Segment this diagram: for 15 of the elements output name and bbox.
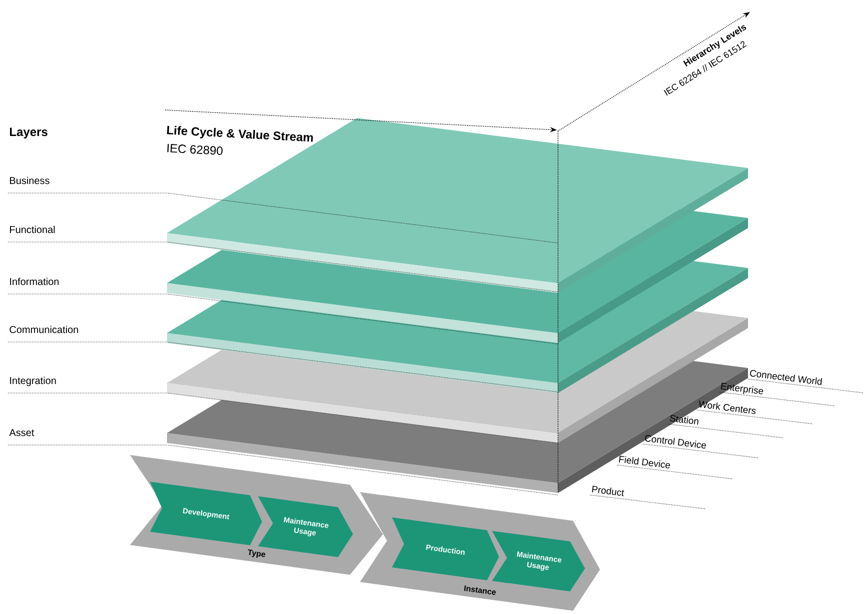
hierarchy-label: Connected World: [750, 370, 822, 385]
hierarchy-label: Work Centers: [699, 400, 756, 414]
hierarchy-label: Control Device: [645, 434, 706, 449]
hierarchy-label: Station: [670, 414, 698, 425]
standard-label: IEC 62890: [167, 144, 223, 155]
layer-label: Communication: [10, 326, 78, 334]
hierarchy-label: Field Device: [618, 456, 670, 468]
layer-label: Information: [10, 278, 59, 286]
layer-label: Business: [10, 176, 50, 184]
axis-title: Life Cycle & Value Stream: [167, 126, 313, 142]
layer-label: Asset: [9, 429, 34, 436]
layer-label: Integration: [10, 376, 56, 386]
layer-label: Functional: [10, 226, 55, 234]
hierarchy-label: Enterprise: [720, 382, 764, 394]
heading: Layers: [10, 128, 48, 138]
